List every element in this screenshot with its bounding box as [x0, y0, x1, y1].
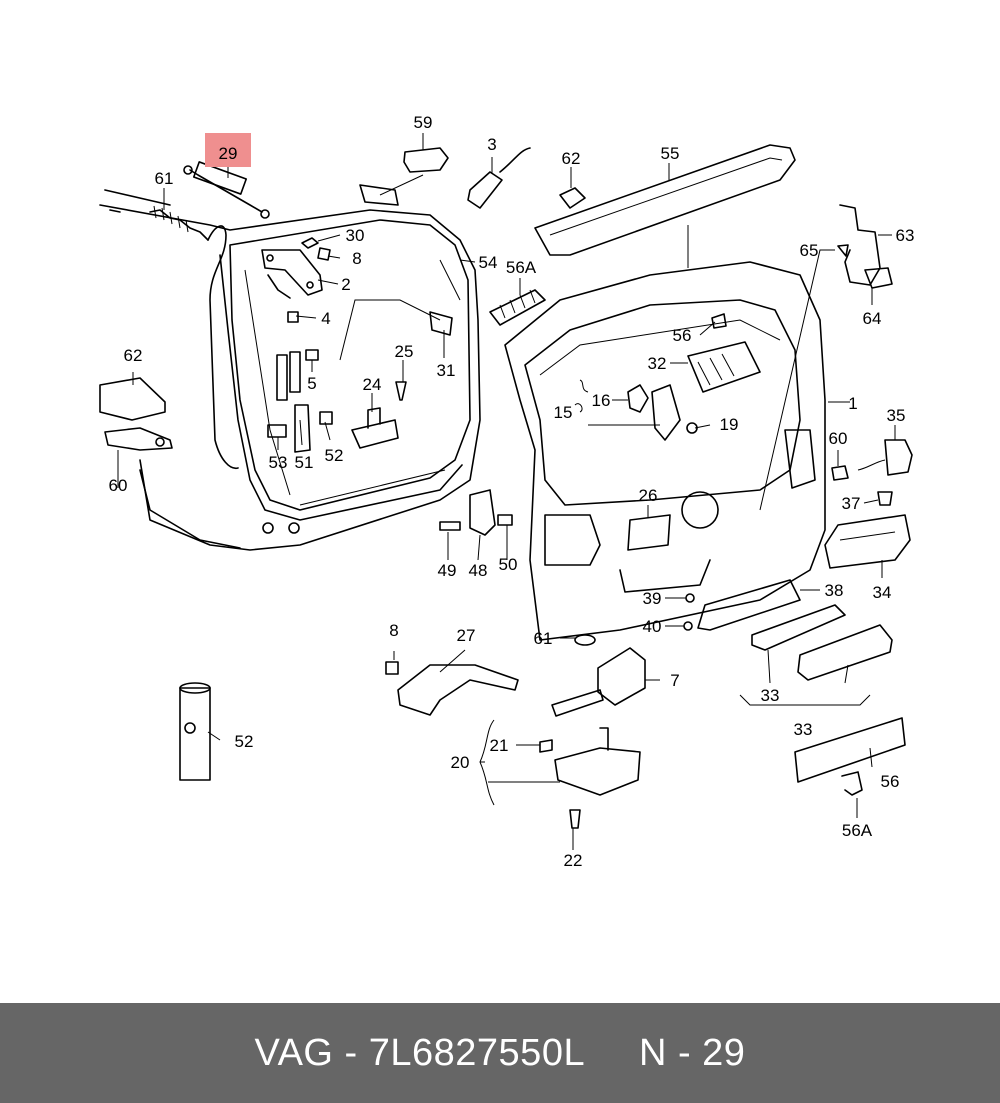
label-64: 64 — [863, 309, 882, 328]
label-62: 62 — [124, 346, 143, 365]
label-25: 25 — [395, 342, 414, 361]
label-21: 21 — [490, 736, 509, 755]
leader-lines — [117, 133, 896, 850]
label-15: 15 — [554, 403, 573, 422]
aerosol-52 — [179, 682, 211, 781]
label-46: 52 — [325, 446, 344, 465]
label-8b: 8 — [389, 621, 398, 640]
lamp-34 — [751, 604, 893, 681]
cap-59 — [559, 187, 586, 209]
label-55: 59 — [414, 113, 433, 132]
brackets-lower-left — [267, 351, 333, 453]
gas-strut-29 — [183, 161, 270, 219]
bracket-27 — [385, 661, 519, 716]
label-52: 52 — [235, 732, 254, 751]
grommet-51 — [574, 634, 596, 646]
label-56a: 56A — [842, 821, 873, 840]
tailgate-1 — [504, 261, 826, 641]
glass-31 — [339, 299, 453, 361]
label-4: 4 — [321, 309, 330, 328]
label-1: 1 — [848, 394, 857, 413]
label-65: 65 — [800, 241, 819, 260]
plate-56 — [794, 717, 906, 796]
label-5: 5 — [307, 374, 316, 393]
label-30: 30 — [346, 226, 365, 245]
body-opening — [99, 184, 481, 551]
label-7: 7 — [670, 671, 679, 690]
label-3: 3 — [487, 135, 496, 154]
plate-26 — [627, 514, 671, 551]
label-44: 50 — [499, 555, 518, 574]
trim-62 — [99, 377, 166, 421]
label-63: 63 — [896, 226, 915, 245]
label-48: 54 — [479, 253, 498, 272]
label-59: 62 — [562, 149, 581, 168]
label-49: 55 — [661, 144, 680, 163]
label-40: 39 — [643, 589, 662, 608]
label-26: 26 — [639, 486, 658, 505]
tailgate-internals — [627, 313, 761, 441]
label-37: 35 — [887, 406, 906, 425]
label-20: 20 — [451, 753, 470, 772]
grommet-53 — [489, 289, 546, 326]
hinge-2 — [261, 249, 323, 299]
handle-35 — [824, 514, 911, 569]
label-60: 60 — [109, 476, 128, 495]
label-50: 56 — [673, 326, 692, 345]
lock-20 — [539, 727, 641, 829]
label-38: 37 — [842, 494, 861, 513]
parts-diagram: 29 61 30 8 2 4 5 53 51 52 24 25 31 54 59… — [99, 113, 915, 870]
label-33: 33 — [794, 720, 813, 739]
switch-37 — [857, 439, 913, 476]
footer-bar: VAG - 7L6827550L N - 29 — [0, 1003, 1000, 1103]
label-35: 34 — [873, 583, 892, 602]
label-39: 38 — [825, 581, 844, 600]
label-32: 32 — [648, 354, 667, 373]
label-45: 51 — [295, 453, 314, 472]
label-47: 53 — [269, 453, 288, 472]
part-labels: 29 61 30 8 2 4 5 53 51 52 24 25 31 54 59… — [109, 113, 915, 870]
label-16: 16 — [592, 391, 611, 410]
label-42: 48 — [469, 561, 488, 580]
label-34: 33 — [761, 686, 780, 705]
label-51: 61 — [534, 629, 553, 648]
label-24: 24 — [363, 375, 382, 394]
label-22: 22 — [564, 851, 583, 870]
bracket-63 — [837, 204, 893, 289]
highlight-29 — [205, 133, 251, 167]
striker-42 — [439, 489, 513, 536]
spring-cable-61 — [149, 205, 239, 469]
lock-actuator-7 — [551, 647, 646, 717]
frame-39 — [683, 579, 801, 631]
label-53: 56A — [506, 258, 537, 277]
label-56: 56 — [881, 772, 900, 791]
label-29: 29 — [219, 144, 238, 163]
part-number-caption: VAG - 7L6827550L N - 29 — [254, 1031, 746, 1074]
label-43: 49 — [438, 561, 457, 580]
spoiler-49 — [534, 144, 796, 256]
sensor-3 — [467, 147, 531, 209]
label-8a: 8 — [352, 249, 361, 268]
actuator-60 — [104, 427, 173, 451]
fasteners-right — [831, 465, 893, 506]
label-19: 19 — [720, 415, 739, 434]
label-27: 27 — [457, 626, 476, 645]
bolts-left — [287, 237, 331, 361]
label-2: 2 — [341, 275, 350, 294]
label-31: 31 — [437, 361, 456, 380]
label-41: 40 — [643, 617, 662, 636]
label-61: 61 — [155, 169, 174, 188]
label-54: 60 — [829, 429, 848, 448]
cover-55 — [403, 147, 449, 173]
